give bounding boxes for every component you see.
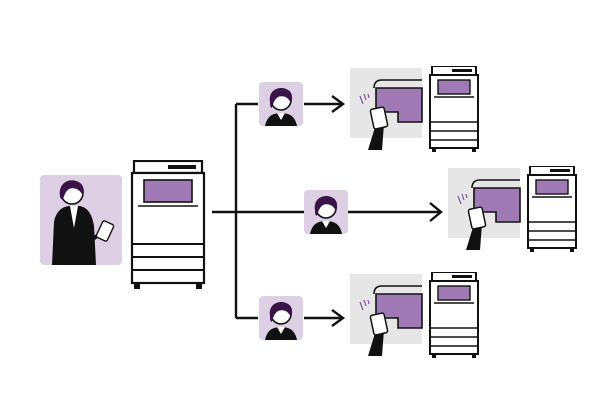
arrow-right-icon xyxy=(348,202,443,222)
smartphone-touch-printer-icon xyxy=(350,272,480,358)
smartphone-touch-printer-icon xyxy=(448,166,578,252)
smartphone-touch-printer-icon xyxy=(350,66,480,152)
arrow-right-icon xyxy=(304,309,346,327)
person-with-smartphone-icon xyxy=(40,175,122,265)
multifunction-printer-icon xyxy=(130,160,206,291)
arrow-right-icon xyxy=(304,95,346,113)
user-avatar-icon xyxy=(259,82,303,126)
user-avatar-icon xyxy=(304,190,348,234)
user-avatar-icon xyxy=(259,296,303,340)
distribution-connectors xyxy=(212,102,304,320)
